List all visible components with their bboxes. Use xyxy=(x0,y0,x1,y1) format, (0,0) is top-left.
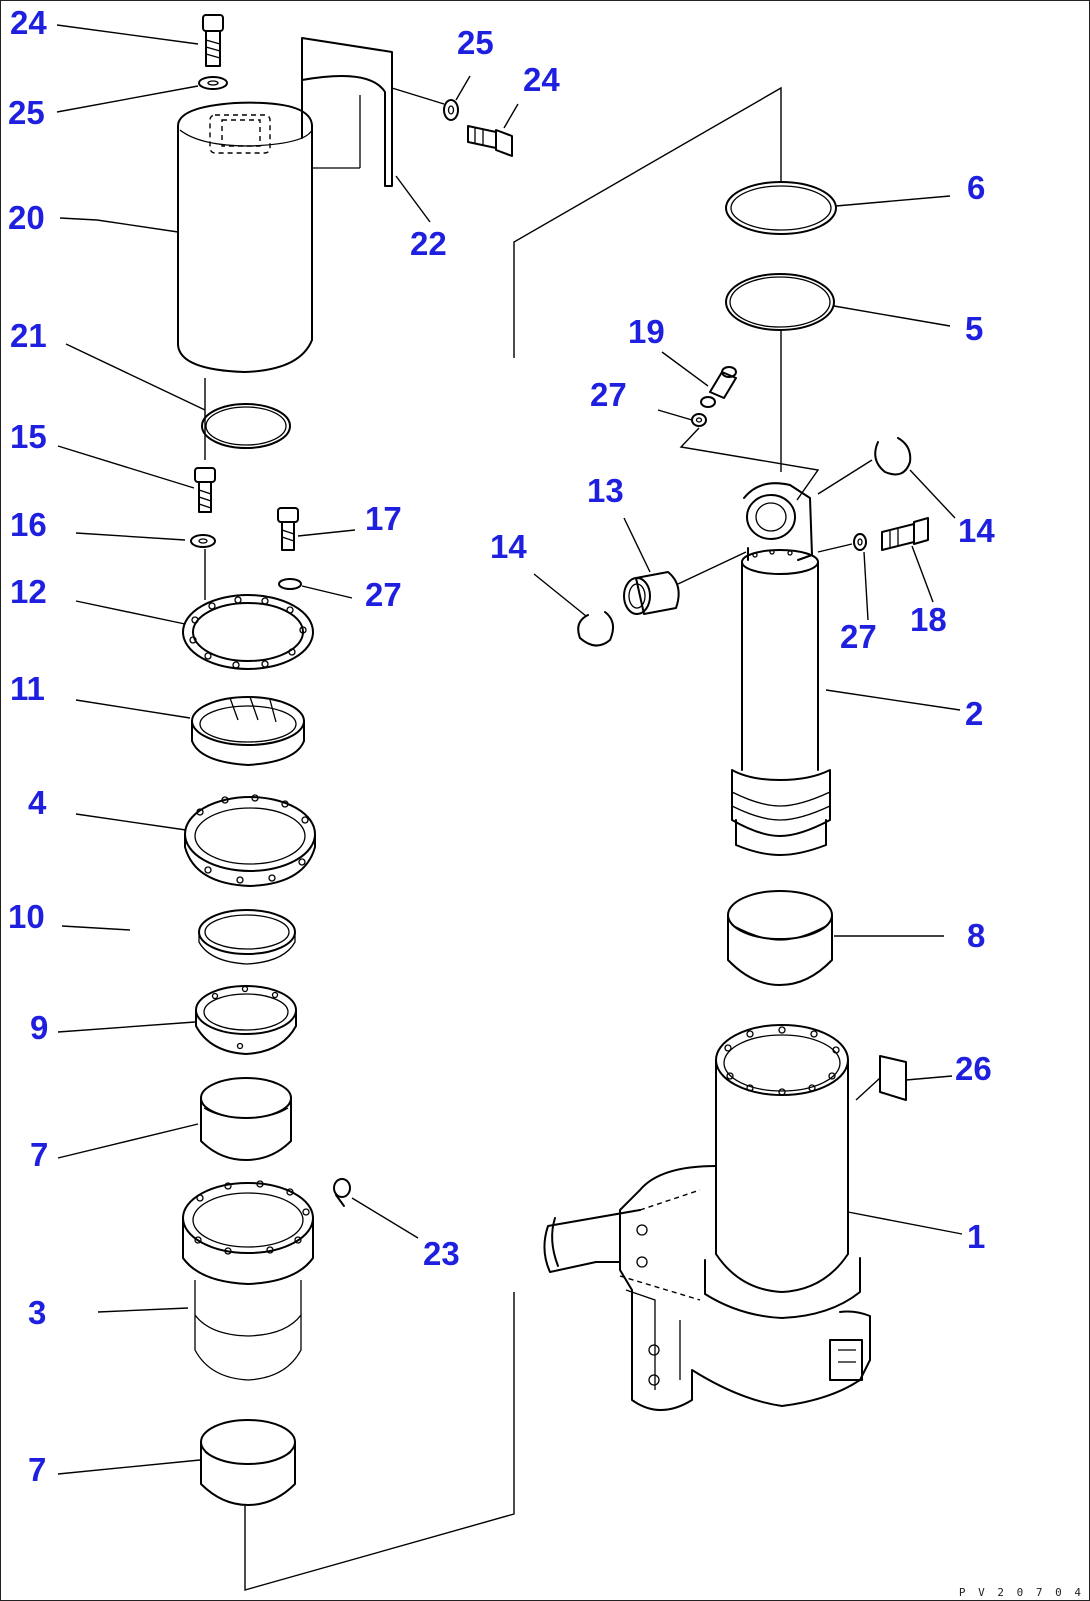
housing-3 xyxy=(182,1180,314,1381)
callout-9: 9 xyxy=(30,1009,49,1046)
oring-5 xyxy=(725,273,835,331)
washer-27-lower xyxy=(853,533,867,551)
callout-1: 1 xyxy=(967,1218,986,1255)
plug-23 xyxy=(333,1178,351,1207)
callout-27-lower: 27 xyxy=(840,618,877,655)
plate-26 xyxy=(879,1055,907,1101)
washer-27-left xyxy=(278,578,302,590)
washer-16 xyxy=(190,534,216,548)
ring-11 xyxy=(191,696,305,766)
callout-20: 20 xyxy=(8,199,45,236)
callout-18: 18 xyxy=(910,601,947,638)
ring-9 xyxy=(195,985,297,1055)
leader-lines xyxy=(56,24,963,1475)
cover-20 xyxy=(177,101,360,373)
knuckle-1 xyxy=(543,1024,871,1411)
callout-5: 5 xyxy=(965,310,984,347)
callout-19: 19 xyxy=(628,313,665,350)
callout-24-top: 24 xyxy=(10,4,47,41)
fitting-19 xyxy=(700,366,737,408)
callout-17: 17 xyxy=(365,500,402,537)
callout-15: 15 xyxy=(10,418,47,455)
callout-16: 16 xyxy=(10,506,47,543)
callout-26: 26 xyxy=(955,1050,992,1087)
callout-24-side: 24 xyxy=(523,61,560,98)
drawing-code: P V 2 0 7 0 4 xyxy=(958,1586,1084,1599)
callout-14-left: 14 xyxy=(490,528,527,565)
callout-4: 4 xyxy=(28,784,47,821)
callout-2: 2 xyxy=(965,695,984,732)
callout-3: 3 xyxy=(28,1294,47,1331)
callout-13: 13 xyxy=(587,472,624,509)
ring-10 xyxy=(198,909,296,965)
washer-25-side xyxy=(443,99,459,121)
callout-27-left: 27 xyxy=(365,576,402,613)
callout-25-top: 25 xyxy=(8,94,45,131)
washer-27-upper xyxy=(691,413,707,427)
callout-11: 11 xyxy=(10,670,45,707)
callout-6: 6 xyxy=(967,169,986,206)
callout-25-side: 25 xyxy=(457,24,494,61)
callout-22: 22 xyxy=(410,225,447,262)
callout-21: 21 xyxy=(10,317,47,354)
callout-7-upper: 7 xyxy=(30,1136,49,1173)
washer-25-top xyxy=(198,76,228,90)
bushing-7-lower xyxy=(200,1419,296,1506)
callout-27-upper: 27 xyxy=(590,376,627,413)
bracket-22 xyxy=(301,37,393,187)
oring-21 xyxy=(201,403,291,449)
bushing-8 xyxy=(727,890,833,986)
pin-13 xyxy=(623,571,680,615)
ring-6 xyxy=(725,181,837,235)
bolt-17 xyxy=(277,507,299,551)
snapring-14-right xyxy=(874,437,912,476)
callout-14-right: 14 xyxy=(958,512,995,549)
cylinder-2 xyxy=(731,482,831,856)
bolt-24-side xyxy=(467,125,513,157)
bolt-15 xyxy=(194,467,216,513)
callout-12: 12 xyxy=(10,573,47,610)
callout-7-lower: 7 xyxy=(28,1451,47,1488)
bolt-24-top xyxy=(202,14,224,67)
ring-4 xyxy=(184,794,316,887)
snapring-14-left xyxy=(577,611,615,647)
bolt-18 xyxy=(881,517,929,551)
callout-10: 10 xyxy=(8,898,45,935)
callout-8: 8 xyxy=(967,917,986,954)
ring-12 xyxy=(182,594,314,670)
bushing-7-upper xyxy=(200,1077,292,1161)
callout-23: 23 xyxy=(423,1235,460,1272)
